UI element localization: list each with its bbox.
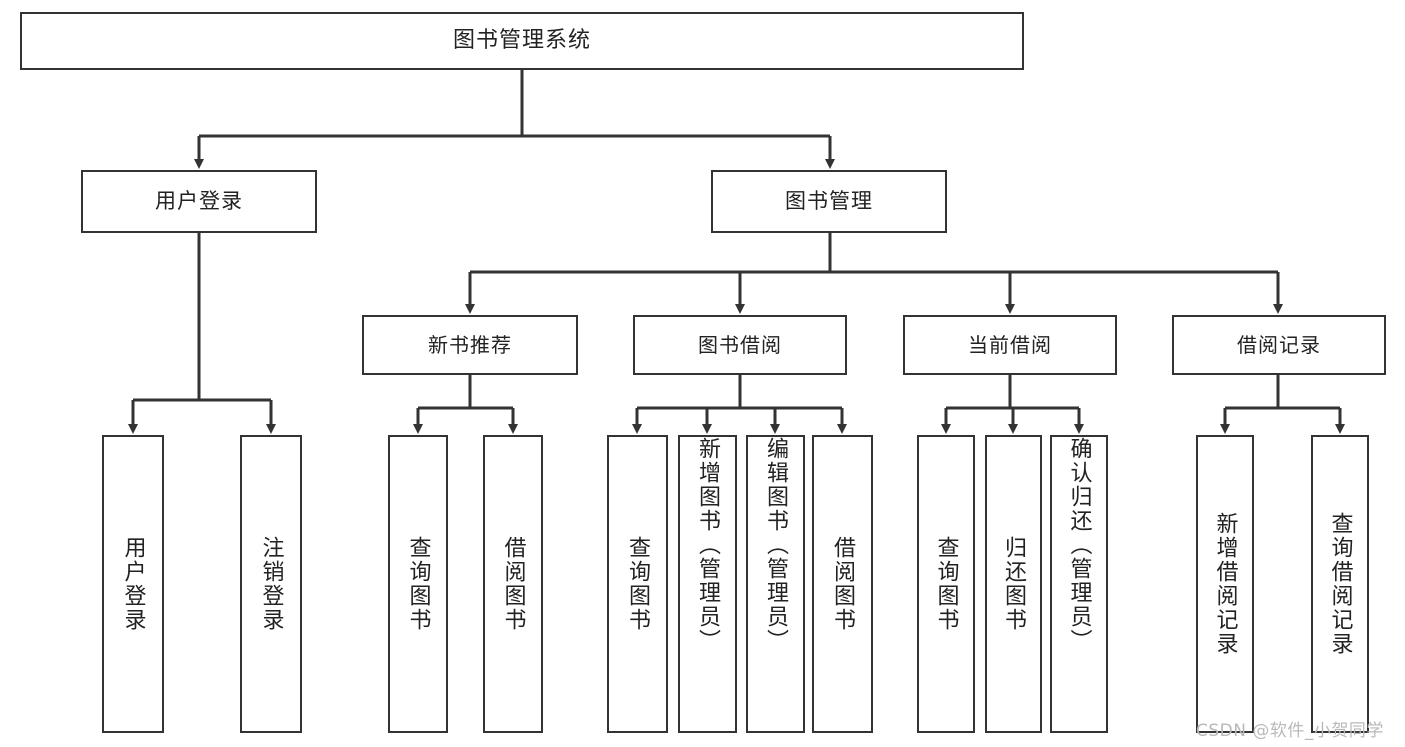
leaf-query-book-recommend[interactable]: 查询图书 (388, 435, 448, 733)
node-label: 用户登录 (155, 189, 243, 214)
watermark: CSDN @软件_小贺同学 (1196, 721, 1384, 741)
leaf-add-borrow-record[interactable]: 新增借阅记录 (1196, 435, 1254, 733)
node-label: 查询图书 (625, 536, 651, 632)
node-label: 新增借阅记录 (1212, 512, 1238, 656)
leaf-add-book-admin[interactable]: 新增图书（管理员） (678, 435, 737, 733)
leaf-borrow-book-recommend[interactable]: 借阅图书 (483, 435, 543, 733)
node-label: 图书借阅 (698, 332, 782, 357)
leaf-borrow-book[interactable]: 借阅图书 (812, 435, 873, 733)
node-book-management[interactable]: 图书管理 (711, 170, 947, 233)
node-new-book-recommend[interactable]: 新书推荐 (362, 315, 578, 375)
node-label: 新增图书（管理员） (695, 437, 721, 653)
node-user-login[interactable]: 用户登录 (81, 170, 317, 233)
leaf-query-borrow-record[interactable]: 查询借阅记录 (1311, 435, 1369, 733)
leaf-logout[interactable]: 注销登录 (240, 435, 302, 733)
node-label: 图书管理 (785, 189, 873, 214)
node-label: 归还图书 (1001, 536, 1027, 632)
leaf-return-book[interactable]: 归还图书 (985, 435, 1042, 733)
node-label: 编辑图书（管理员） (763, 437, 789, 653)
node-label: 查询图书 (405, 536, 431, 632)
node-current-borrow[interactable]: 当前借阅 (903, 315, 1117, 375)
node-label: 借阅图书 (830, 536, 856, 632)
node-label: 查询图书 (933, 536, 959, 632)
node-root[interactable]: 图书管理系统 (20, 12, 1024, 70)
node-label: 图书管理系统 (452, 28, 591, 54)
leaf-user-login[interactable]: 用户登录 (102, 435, 164, 733)
leaf-confirm-return-admin[interactable]: 确认归还（管理员） (1050, 435, 1108, 733)
node-label: 用户登录 (120, 536, 146, 632)
node-label: 新书推荐 (428, 332, 512, 357)
node-label: 确认归还（管理员） (1066, 437, 1092, 653)
node-label: 借阅图书 (500, 536, 526, 632)
node-borrow-record[interactable]: 借阅记录 (1172, 315, 1386, 375)
node-label: 注销登录 (258, 536, 284, 632)
leaf-edit-book-admin[interactable]: 编辑图书（管理员） (746, 435, 805, 733)
node-label: 借阅记录 (1237, 332, 1321, 357)
node-label: 当前借阅 (968, 332, 1052, 357)
node-book-borrow[interactable]: 图书借阅 (633, 315, 847, 375)
leaf-query-book-borrow[interactable]: 查询图书 (607, 435, 668, 733)
node-label: 查询借阅记录 (1327, 512, 1353, 656)
leaf-query-book-current[interactable]: 查询图书 (917, 435, 975, 733)
